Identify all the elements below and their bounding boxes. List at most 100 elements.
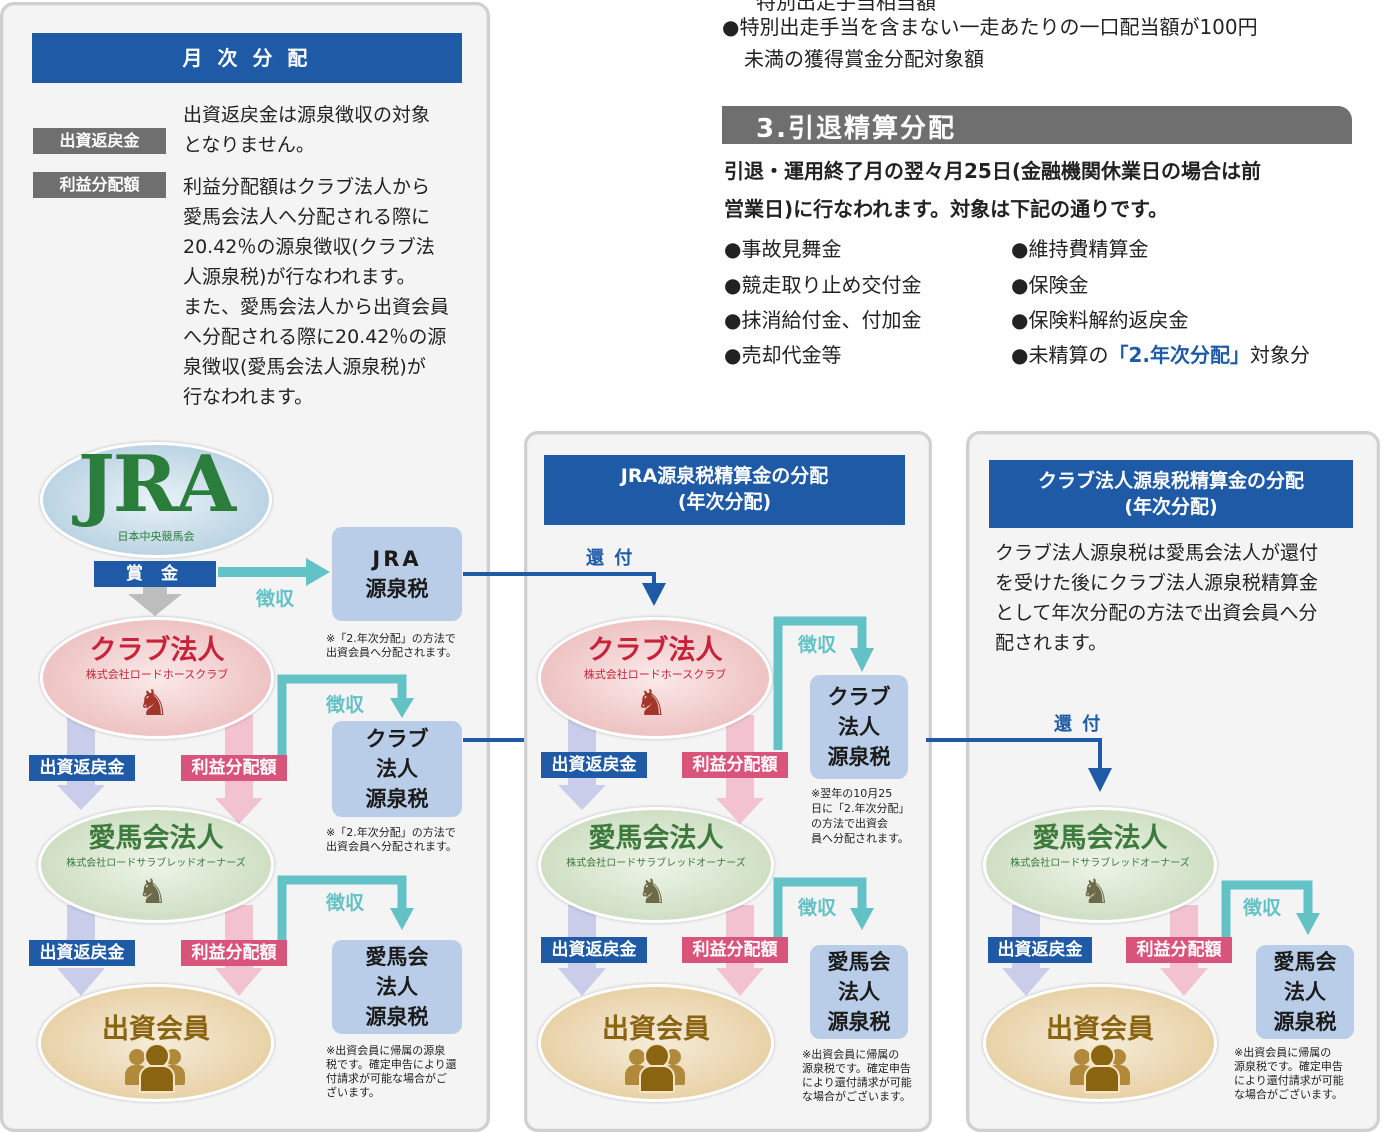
owners-subtitle: 株式会社ロードサラブレッドオーナーズ — [66, 858, 246, 869]
collect-label-3: 徴収 — [326, 892, 365, 914]
item-left-2: ●競走取り止め交付金 — [724, 273, 922, 297]
collect-label-2: 徴収 — [326, 694, 365, 716]
text-profit-2: 愛馬会法人へ分配される際に — [183, 206, 431, 228]
text-profit-4: 人源泉税)が行なわれます。 — [183, 266, 416, 288]
jra-subtitle: 日本中央競馬会 — [117, 530, 195, 543]
cut-off-line: 特別出走手当相当額 — [736, 0, 936, 14]
owners-subtitle: 株式会社ロードサラブレッドオーナーズ — [566, 858, 746, 869]
return-label-p3: 出資返戻金 — [988, 937, 1092, 963]
club-tax-box: クラブ 法人 源泉税 — [332, 721, 462, 817]
panel3-text-3: として年次分配の方法で出資会員へ分 — [995, 602, 1318, 624]
return-label-p2-2: 出資返戻金 — [541, 937, 647, 963]
text-profit-7: 泉徴収(愛馬会法人源泉税)が — [183, 356, 426, 378]
panel3-header: クラブ法人源泉税精算金の分配 (年次分配) — [989, 460, 1353, 528]
owners-subtitle: 株式会社ロードサラブレッドオーナーズ — [1010, 858, 1190, 869]
jra-tax-line1: JRA — [372, 547, 422, 571]
owners-tax-note-p2-2: 源泉税です。確定申告 — [802, 1062, 911, 1075]
owners-tax-line2: 法人 — [376, 975, 418, 999]
item-left-1: ●事故見舞金 — [724, 237, 842, 261]
panel3-text-2: を受けた後にクラブ法人源泉税精算金 — [995, 572, 1319, 594]
refund-label-1: 還 付 — [586, 548, 635, 569]
owners-tax-note-3: 付請求が可能な場合がご — [326, 1072, 447, 1085]
owners-tax-box-p3: 愛馬会 法人 源泉税 — [1256, 945, 1354, 1039]
owners-tax-line1: 愛馬会 — [365, 945, 429, 969]
club-tax-line1: クラブ — [365, 727, 429, 751]
panel2-header: JRA源泉税精算金の分配 (年次分配) — [544, 455, 905, 525]
owners-tax-line1: 愛馬会 — [1273, 950, 1337, 974]
club-tax-line1: クラブ — [827, 685, 891, 709]
people-icon — [1070, 1043, 1130, 1093]
jra-logo: JRA — [77, 439, 236, 530]
club-subtitle: 株式会社ロードホースクラブ — [583, 668, 727, 681]
club-tax-note-p2-2: 日に「2.年次分配」 — [811, 802, 910, 815]
panel2-header-line1: JRA源泉税精算金の分配 — [620, 465, 829, 487]
owners-ellipse: 愛馬会法人 株式会社ロードサラブレッドオーナーズ ♞ — [538, 807, 774, 923]
text-capital-return-2: となりません。 — [183, 134, 315, 156]
owners-tax-note-p3-1: ※出資会員に帰属の — [1234, 1046, 1332, 1059]
refund-label-2: 還 付 — [1054, 714, 1103, 735]
text-profit-5: また、愛馬会法人から出資会員 — [183, 296, 450, 318]
panel2-header-line2: (年次分配) — [677, 491, 772, 513]
member-name: 出資会員 — [102, 1014, 210, 1045]
panel3-header-line2: (年次分配) — [1124, 496, 1218, 518]
horse-icon: ♞ — [1080, 872, 1111, 912]
people-icon — [625, 1043, 685, 1093]
owners-ellipse: 愛馬会法人 株式会社ロードサラブレッドオーナーズ ♞ — [38, 807, 274, 923]
profit-label-2: 利益分配額 — [181, 940, 287, 966]
item-left-4: ●売却代金等 — [724, 343, 842, 367]
item-right-3: ●保険料解約返戻金 — [1011, 308, 1189, 332]
owners-name: 愛馬会法人 — [88, 823, 224, 854]
owners-tax-line3: 源泉税 — [365, 1005, 429, 1029]
club-tax-note-p2-1: ※翌年の10月25 — [811, 787, 893, 800]
club-tax-line2: 法人 — [376, 757, 418, 781]
item-right-4-suffix: 対象分 — [1249, 343, 1310, 367]
club-tax-note-p2-3: の方法で出資会 — [811, 817, 888, 830]
horse-icon: ♞ — [637, 872, 668, 912]
text-profit-3: 20.42％の源泉徴収(クラブ法 — [183, 236, 435, 258]
jra-ellipse: JRA 日本中央競馬会 — [40, 439, 272, 558]
owners-tax-line3: 源泉税 — [827, 1010, 891, 1034]
club-ellipse: クラブ法人 株式会社ロードホースクラブ ♞ — [40, 617, 274, 739]
club-name: クラブ法人 — [89, 635, 225, 666]
owners-tax-note-p2-3: により還付請求が可能 — [802, 1076, 912, 1089]
owners-tax-note-4: ざいます。 — [326, 1086, 380, 1099]
bullet-special-allowance: ●特別出走手当を含まない一走あたりの一口配当額が100円 — [722, 15, 1258, 39]
collect-label-p3: 徴収 — [1243, 897, 1282, 919]
jra-tax-box: JRA 源泉税 — [332, 527, 462, 621]
horse-icon: ♞ — [137, 683, 170, 724]
owners-tax-note-p3-4: な場合がございます。 — [1234, 1088, 1343, 1101]
jra-tax-note-1: ※「2.年次分配」の方法で — [326, 632, 456, 645]
tag-capital-return: 出資返戻金 — [33, 128, 166, 154]
text-capital-return-1: 出資返戻金は源泉徴収の対象 — [183, 104, 431, 126]
bullet-special-allowance-cont: 未満の獲得賞金分配対象額 — [744, 47, 984, 71]
item-right-4-prefix: ●未精算の — [1011, 343, 1109, 367]
return-label-2: 出資返戻金 — [29, 940, 135, 966]
club-tax-note-2: 出資会員へ分配されます。 — [326, 840, 457, 853]
club-name: クラブ法人 — [587, 635, 723, 666]
profit-label-p2-1: 利益分配額 — [682, 752, 788, 778]
owners-tax-note-p2-4: な場合がございます。 — [802, 1090, 911, 1103]
panel3-text-4: 配されます。 — [995, 632, 1108, 654]
horse-icon: ♞ — [137, 872, 168, 912]
return-label-1: 出資返戻金 — [29, 755, 135, 781]
owners-name: 愛馬会法人 — [1032, 823, 1168, 854]
item-left-3: ●抹消給付金、付加金 — [724, 308, 922, 332]
people-icon — [125, 1043, 185, 1093]
return-label-p2-1: 出資返戻金 — [541, 752, 647, 778]
owners-tax-line3: 源泉税 — [1273, 1010, 1337, 1034]
owners-ellipse: 愛馬会法人 株式会社ロードサラブレッドオーナーズ ♞ — [983, 807, 1217, 923]
member-ellipse: 出資会員 — [38, 984, 274, 1102]
club-tax-line3: 源泉税 — [365, 787, 429, 811]
profit-label-p3: 利益分配額 — [1126, 937, 1232, 963]
horse-icon: ♞ — [635, 683, 668, 724]
section-title-bar: 3.引退精算分配 — [722, 106, 1352, 144]
member-ellipse: 出資会員 — [538, 984, 774, 1102]
collect-label-p2-1: 徴収 — [798, 634, 837, 656]
owners-tax-note-p3-3: により還付請求が可能 — [1234, 1074, 1344, 1087]
owners-name: 愛馬会法人 — [588, 823, 724, 854]
member-name: 出資会員 — [1046, 1014, 1154, 1045]
panel3-header-line1: クラブ法人源泉税精算金の分配 — [1037, 470, 1304, 492]
profit-label-p2-2: 利益分配額 — [682, 937, 788, 963]
text-profit-1: 利益分配額はクラブ法人から — [183, 176, 431, 198]
lead-line-1: 引退・運用終了月の翌々月25日(金融機関休業日の場合は前 — [724, 159, 1261, 183]
